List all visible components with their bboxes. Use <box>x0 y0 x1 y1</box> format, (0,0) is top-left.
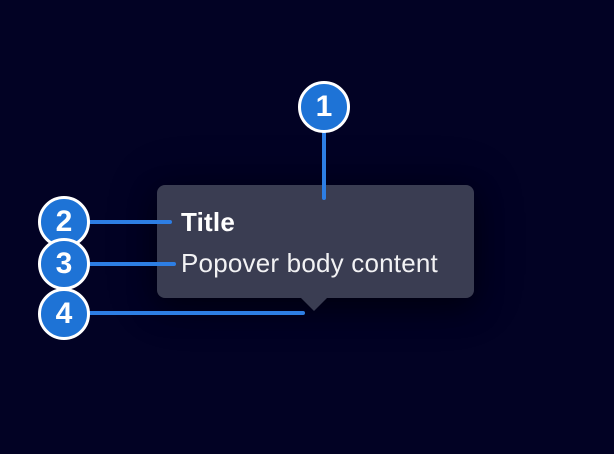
callout-number: 3 <box>55 247 73 280</box>
callout-number: 1 <box>315 90 333 123</box>
callout-badge-3: 3 <box>38 238 90 290</box>
callout-line-4 <box>88 311 305 315</box>
callout-number: 2 <box>55 205 73 238</box>
callout-number: 4 <box>55 297 73 330</box>
callout-line-1 <box>322 130 326 200</box>
callout-line-3 <box>88 262 176 266</box>
callout-badge-4: 4 <box>38 288 90 340</box>
popover-title: Title <box>181 207 235 237</box>
callout-badge-1: 1 <box>298 81 350 133</box>
popover-body-text: Popover body content <box>181 248 438 278</box>
popover-caret-icon <box>300 297 328 311</box>
popover: Title Popover body content <box>157 185 474 311</box>
callout-line-2 <box>88 220 172 224</box>
